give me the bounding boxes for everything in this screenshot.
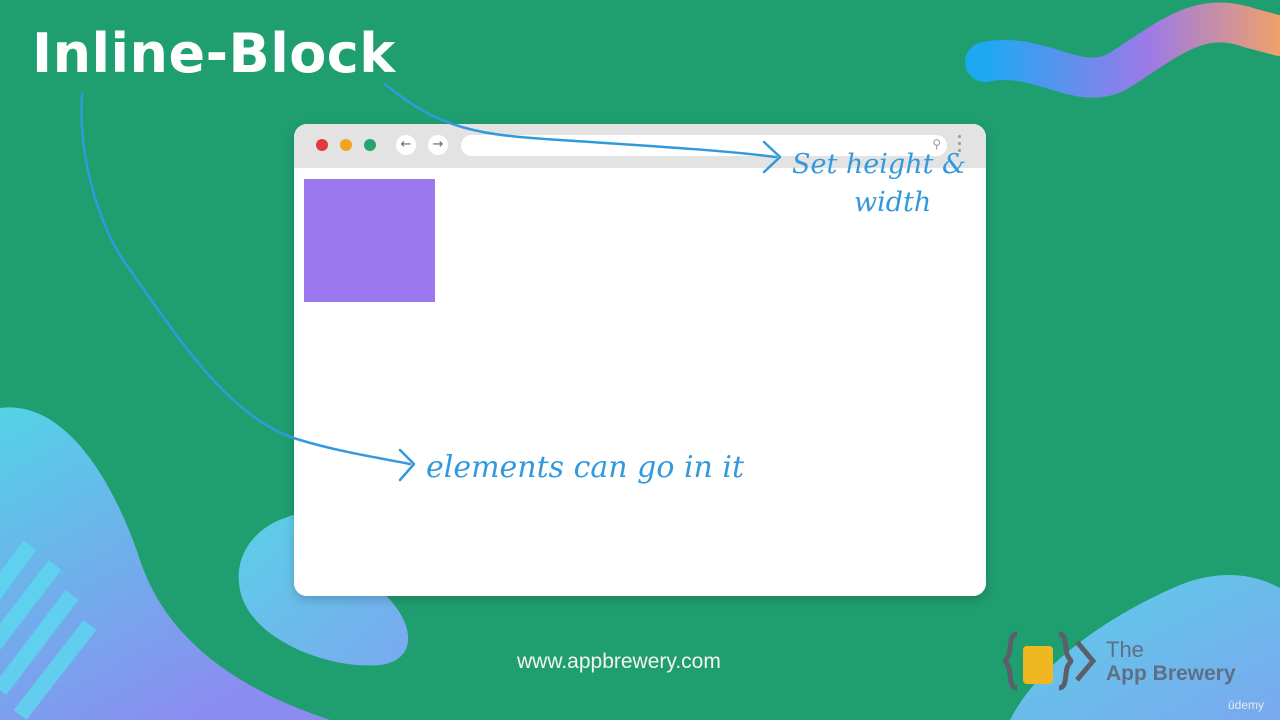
search-icon: ⚲ xyxy=(932,137,941,151)
back-button[interactable]: ← xyxy=(396,135,416,155)
brand-title: App Brewery xyxy=(1106,662,1236,685)
more-menu-icon[interactable] xyxy=(956,135,962,157)
brand-the: The xyxy=(1106,637,1144,662)
maximize-dot[interactable] xyxy=(364,139,376,151)
udemy-watermark: ūdemy xyxy=(1228,698,1265,712)
top-right-wave xyxy=(965,2,1280,98)
minimize-dot[interactable] xyxy=(340,139,352,151)
annotation-set-height-width: Set height & width xyxy=(792,146,966,222)
arrow-left-icon: ← xyxy=(400,137,412,152)
forward-button[interactable]: → xyxy=(428,135,448,155)
brand-name: The App Brewery xyxy=(1106,638,1276,686)
annotation-line-2: width xyxy=(854,187,932,218)
arrow-right-icon: → xyxy=(432,137,444,152)
page-viewport xyxy=(294,168,986,596)
inline-block-element xyxy=(304,179,435,302)
bottom-left-stripes xyxy=(0,540,97,720)
app-brewery-logo xyxy=(1003,631,1097,691)
annotation-line-1: Set height & xyxy=(792,149,967,180)
slide-title: Inline-Block xyxy=(32,22,396,85)
bottom-right-blob xyxy=(1010,575,1280,720)
annotation-elements-can-go-in-it: elements can go in it xyxy=(426,450,745,485)
footer-url: www.appbrewery.com xyxy=(517,650,721,673)
close-dot[interactable] xyxy=(316,139,328,151)
